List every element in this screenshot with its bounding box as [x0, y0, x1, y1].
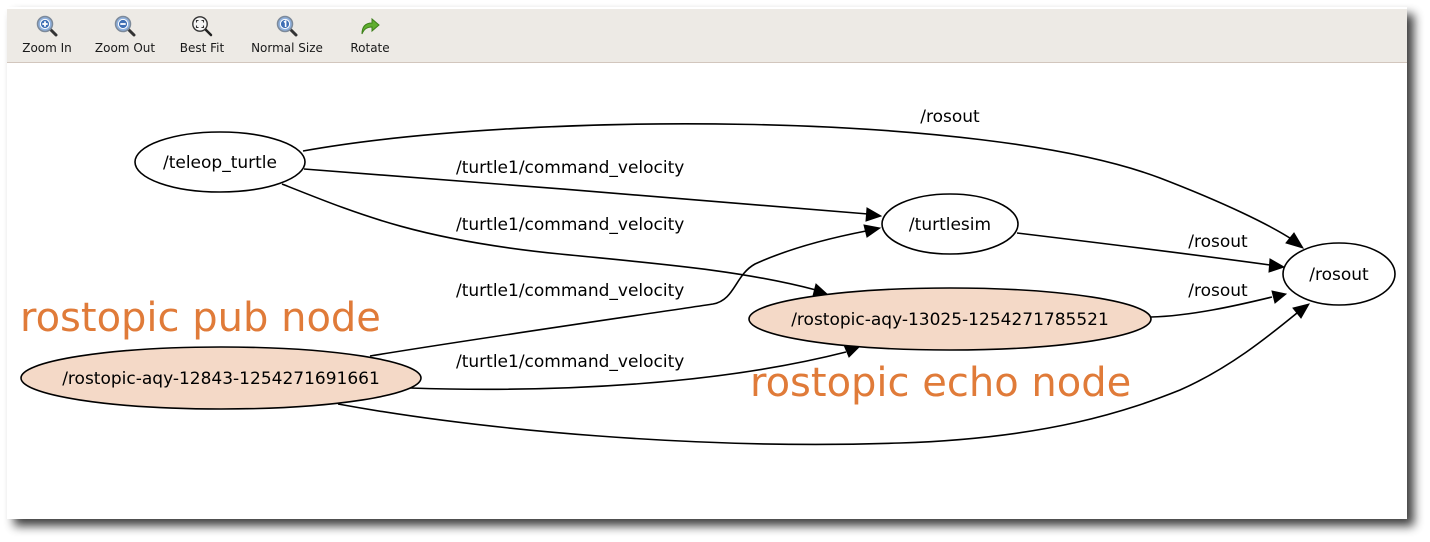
toolbar: Zoom In Zoom Out Best Fit — [7, 9, 1407, 63]
edge-pub-to-rosout — [337, 312, 1298, 446]
node-teleop-turtle[interactable]: /teleop_turtle — [134, 131, 306, 193]
edge-label: /turtle1/command_velocity — [456, 281, 684, 301]
edge-label: /turtle1/command_velocity — [456, 158, 684, 178]
rotate-icon — [361, 17, 380, 35]
graph-svg: /rosout /turtle1/command_velocity /turtl… — [20, 107, 1396, 446]
node-label: /teleop_turtle — [163, 153, 277, 173]
edge-teleop-to-echo — [281, 183, 817, 291]
edge-teleop-to-turtlesim — [303, 168, 869, 215]
arrowhead — [1268, 258, 1286, 273]
node-label: /turtlesim — [909, 215, 991, 235]
edge-label: /turtle1/command_velocity — [456, 215, 684, 235]
edge-teleop-to-rosout — [302, 123, 1294, 241]
zoom-in-button[interactable]: Zoom In — [15, 9, 79, 62]
edge-label: /rosout — [1188, 281, 1248, 301]
graph-viewer-window: Zoom In Zoom Out Best Fit — [7, 7, 1407, 519]
zoom-out-label: Zoom Out — [94, 41, 156, 55]
normal-size-label: Normal Size — [251, 41, 323, 55]
edge-label: /rosout — [1188, 232, 1248, 252]
zoom-in-icon — [36, 15, 58, 37]
zoom-in-label: Zoom In — [22, 41, 72, 55]
edge-pub-to-turtlesim — [369, 230, 867, 357]
node-rostopic-echo[interactable]: /rostopic-aqy-13025-1254271785521 — [748, 287, 1152, 351]
zoom-out-button[interactable]: Zoom Out — [89, 9, 161, 62]
best-fit-label: Best Fit — [179, 41, 225, 55]
arrowhead — [863, 224, 882, 238]
arrowhead — [1292, 303, 1311, 319]
best-fit-icon — [192, 16, 213, 37]
node-label: /rostopic-aqy-12843-1254271691661 — [62, 369, 380, 389]
normal-size-icon — [276, 15, 298, 37]
node-label: /rosout — [1309, 265, 1369, 285]
arrowhead — [1271, 290, 1288, 304]
node-rostopic-pub[interactable]: /rostopic-aqy-12843-1254271691661 — [20, 346, 422, 410]
node-turtlesim[interactable]: /turtlesim — [881, 193, 1019, 255]
annotation-echo-node: rostopic echo node — [750, 360, 1131, 406]
edge-label: /turtle1/command_velocity — [456, 352, 684, 372]
edge-turtlesim-to-rosout — [1016, 232, 1271, 266]
node-rosout[interactable]: /rosout — [1282, 242, 1396, 306]
edge-pub-to-echo — [409, 351, 847, 391]
normal-size-button[interactable]: Normal Size — [245, 9, 329, 62]
rotate-label: Rotate — [350, 41, 390, 55]
annotation-pub-node: rostopic pub node — [20, 295, 381, 341]
arrowhead — [865, 207, 883, 222]
arrowhead — [1285, 232, 1305, 249]
rotate-button[interactable]: Rotate — [345, 9, 395, 62]
zoom-out-icon — [114, 15, 136, 37]
node-label: /rostopic-aqy-13025-1254271785521 — [791, 310, 1109, 330]
best-fit-button[interactable]: Best Fit — [173, 9, 231, 62]
edge-echo-to-rosout — [1150, 296, 1273, 318]
edge-label: /rosout — [920, 107, 980, 127]
graph-canvas[interactable]: /rosout /turtle1/command_velocity /turtl… — [7, 63, 1407, 519]
